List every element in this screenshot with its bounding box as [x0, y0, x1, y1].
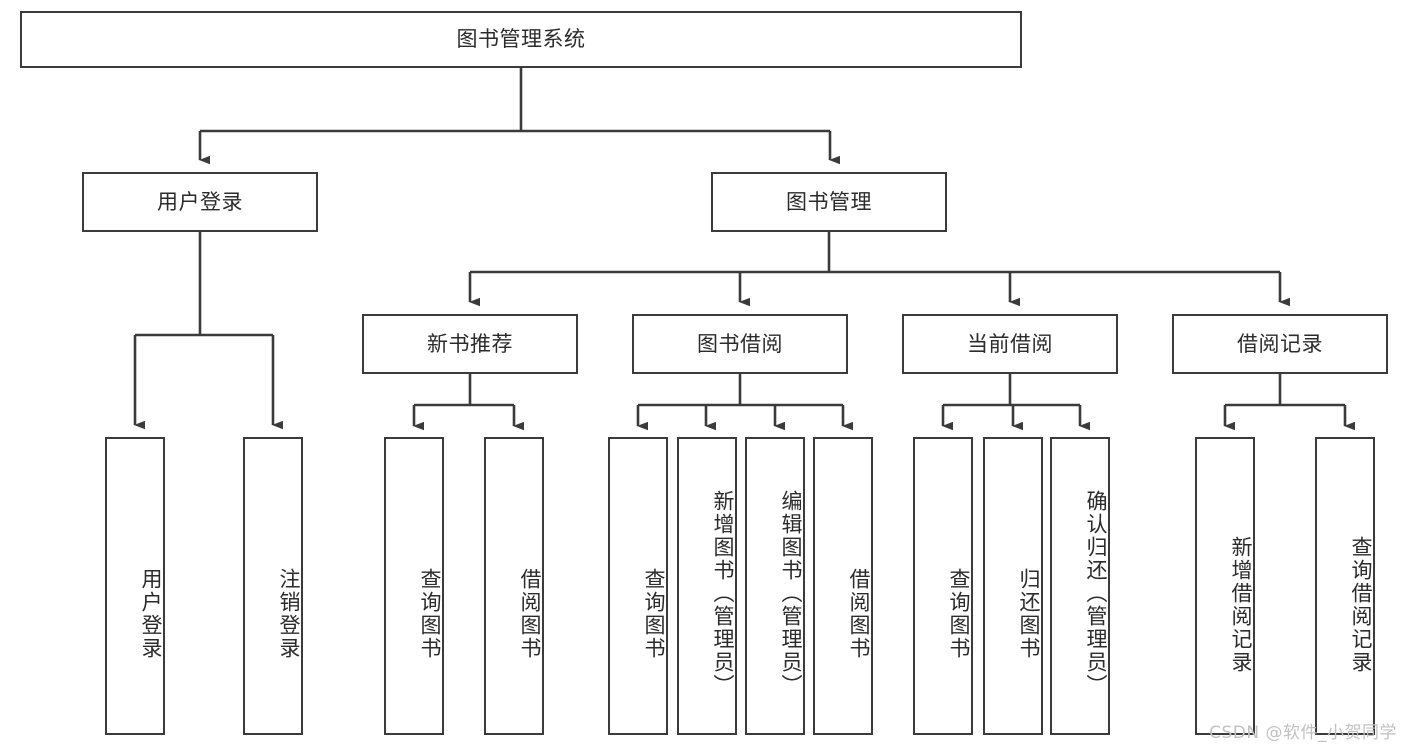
leaf-query-book-3-label: 查询图书: [947, 568, 971, 660]
node-root-label: 图书管理系统: [456, 27, 586, 52]
leaf-return-book[interactable]: 归还图书: [983, 437, 1043, 735]
node-current-borrow[interactable]: 当前借阅: [902, 314, 1118, 374]
leaf-borrow-book-2[interactable]: 借阅图书: [813, 437, 873, 735]
leaf-query-record[interactable]: 查询借阅记录: [1315, 437, 1375, 735]
node-book-borrow[interactable]: 图书借阅: [632, 314, 848, 374]
leaf-confirm-return-label: 确认归还（管理员）: [1084, 489, 1108, 697]
leaf-user-login-label: 用户登录: [139, 568, 163, 660]
node-book-borrow-label: 图书借阅: [697, 331, 783, 356]
leaf-add-book-label: 新增图书（管理员）: [711, 489, 735, 697]
leaf-add-book[interactable]: 新增图书（管理员）: [677, 437, 737, 735]
watermark: CSDN @软件_小贺同学: [1209, 723, 1397, 743]
node-current-borrow-label: 当前借阅: [967, 331, 1053, 356]
leaf-query-record-label: 查询借阅记录: [1349, 536, 1373, 674]
node-book-manage[interactable]: 图书管理: [711, 172, 947, 232]
node-root[interactable]: 图书管理系统: [20, 11, 1022, 68]
node-borrow-record-label: 借阅记录: [1237, 331, 1323, 356]
node-new-book-recommend[interactable]: 新书推荐: [362, 314, 578, 374]
node-new-book-recommend-label: 新书推荐: [427, 331, 513, 356]
leaf-query-book-2-label: 查询图书: [642, 568, 666, 660]
leaf-query-book-1[interactable]: 查询图书: [384, 437, 444, 735]
node-borrow-record[interactable]: 借阅记录: [1172, 314, 1388, 374]
leaf-borrow-book-1-label: 借阅图书: [518, 568, 542, 660]
node-user-login[interactable]: 用户登录: [82, 172, 318, 232]
leaf-query-book-2[interactable]: 查询图书: [608, 437, 668, 735]
node-user-login-label: 用户登录: [157, 189, 243, 214]
leaf-user-login[interactable]: 用户登录: [105, 437, 165, 735]
leaf-edit-book[interactable]: 编辑图书（管理员）: [745, 437, 805, 735]
leaf-add-record[interactable]: 新增借阅记录: [1195, 437, 1255, 735]
leaf-logout-label: 注销登录: [277, 568, 301, 660]
leaf-return-book-label: 归还图书: [1017, 568, 1041, 660]
leaf-borrow-book-1[interactable]: 借阅图书: [484, 437, 544, 735]
leaf-add-record-label: 新增借阅记录: [1229, 536, 1253, 674]
leaf-confirm-return[interactable]: 确认归还（管理员）: [1050, 437, 1110, 735]
leaf-query-book-1-label: 查询图书: [418, 568, 442, 660]
leaf-logout[interactable]: 注销登录: [243, 437, 303, 735]
leaf-borrow-book-2-label: 借阅图书: [847, 568, 871, 660]
leaf-edit-book-label: 编辑图书（管理员）: [779, 489, 803, 697]
node-book-manage-label: 图书管理: [786, 189, 872, 214]
leaf-query-book-3[interactable]: 查询图书: [913, 437, 973, 735]
